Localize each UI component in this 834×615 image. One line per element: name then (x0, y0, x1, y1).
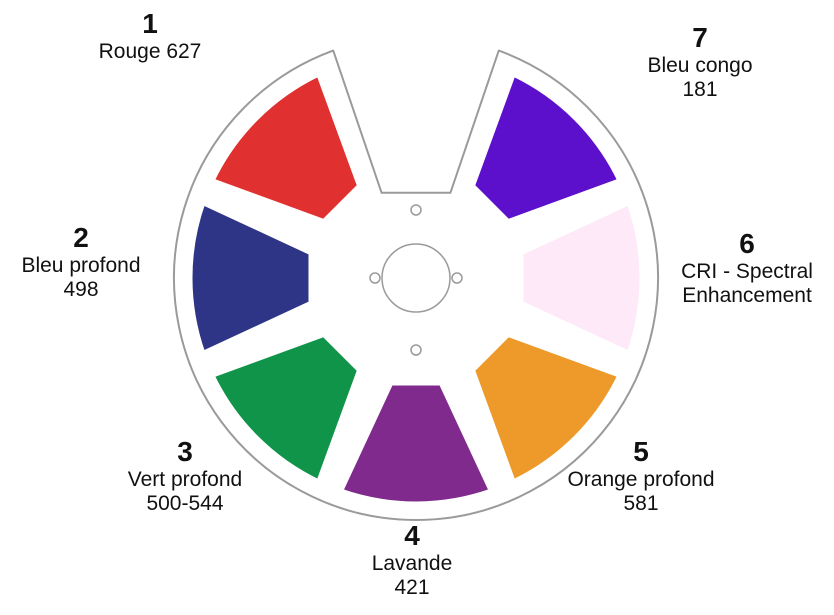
segment-value-6: Enhancement (682, 283, 812, 307)
segment-label-4: 4 Lavande 421 (322, 520, 502, 599)
segment-name-5: Orange profond (567, 468, 715, 492)
filter-segment-4 (338, 380, 494, 507)
segment-value-3: 500-544 (146, 491, 224, 515)
filter-segment-2 (187, 200, 314, 356)
segment-number-1: 1 (142, 8, 158, 39)
mounting-hole (410, 204, 422, 216)
segment-label-6: 6 CRI - Spectral Enhancement (660, 228, 834, 307)
segment-number-6: 6 (739, 228, 755, 259)
filter-segment-5 (469, 331, 623, 485)
segment-label-2: 2 Bleu profond 498 (0, 222, 162, 301)
hub-ring (381, 243, 451, 313)
filter-segment-3 (209, 331, 363, 485)
filter-segments (187, 71, 645, 507)
mounting-hole (410, 344, 422, 356)
segment-name-6: CRI - Spectral (681, 260, 813, 284)
segment-number-5: 5 (633, 436, 649, 467)
segment-number-4: 4 (404, 520, 420, 551)
segment-name-1: Rouge 627 (98, 40, 202, 64)
segment-value-5: 581 (623, 491, 659, 515)
segment-number-3: 3 (177, 436, 193, 467)
mounting-hole (451, 272, 463, 284)
wheel-hub (369, 204, 463, 356)
segment-value-2: 498 (63, 277, 99, 301)
segment-value-4: 421 (394, 575, 430, 599)
segment-name-3: Vert profond (127, 468, 243, 492)
filter-segment-6 (518, 200, 645, 356)
segment-number-7: 7 (692, 22, 708, 53)
segment-value-7: 181 (682, 77, 718, 101)
mounting-hole (369, 272, 381, 284)
filter-segment-7 (469, 71, 623, 225)
segment-label-1: 1 Rouge 627 (60, 8, 240, 64)
segment-name-4: Lavande (371, 552, 453, 576)
segment-label-5: 5 Orange profond 581 (540, 436, 742, 515)
segment-label-7: 7 Bleu congo 181 (600, 22, 800, 101)
segment-name-2: Bleu profond (21, 254, 141, 278)
segment-label-3: 3 Vert profond 500-544 (95, 436, 275, 515)
segment-name-7: Bleu congo (647, 54, 753, 78)
segment-number-2: 2 (73, 222, 89, 253)
filter-segment-1 (209, 71, 363, 225)
